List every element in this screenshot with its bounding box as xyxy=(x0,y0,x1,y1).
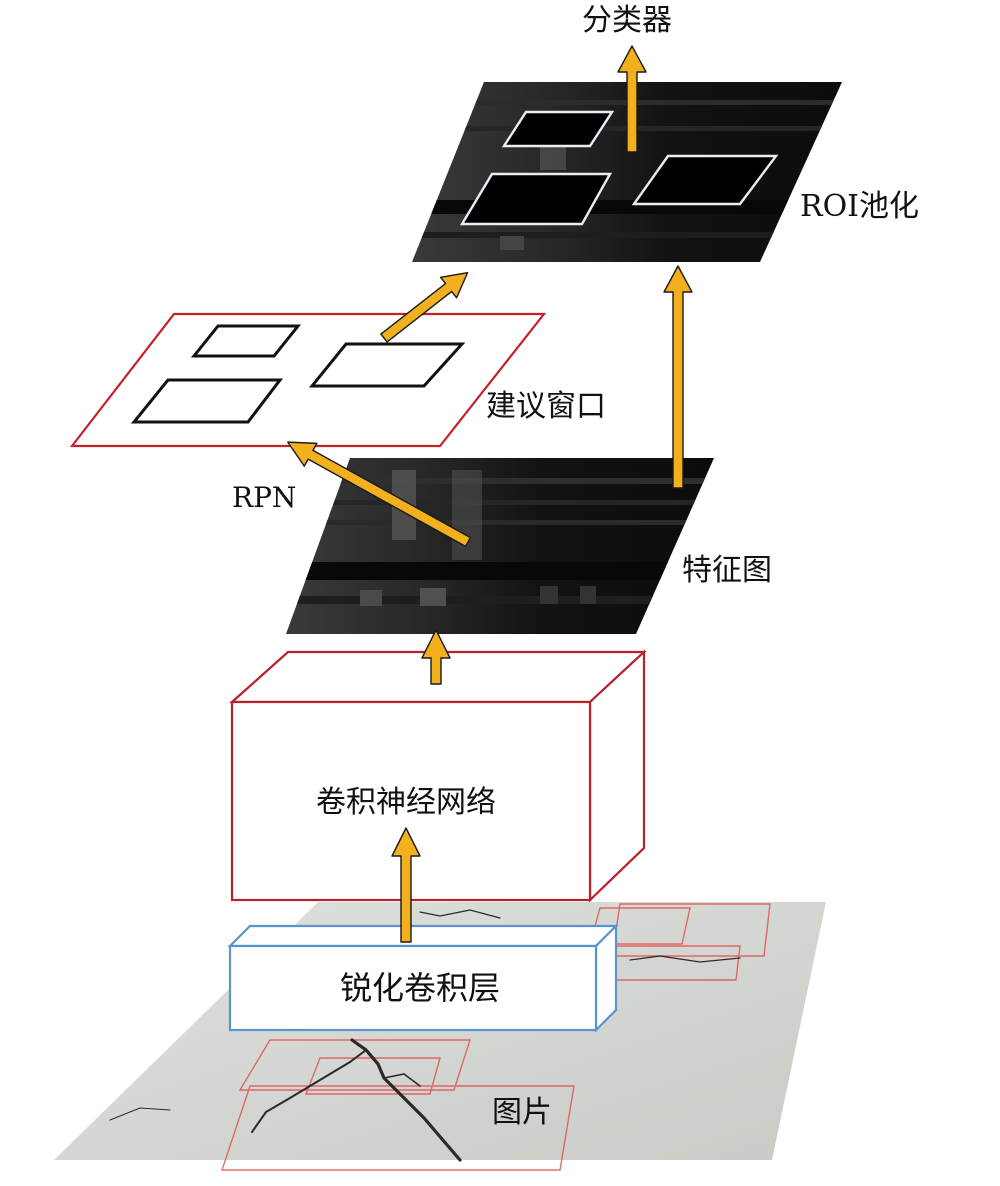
upward-arrow-icon xyxy=(617,45,647,153)
sharpen-layer-box xyxy=(227,923,619,1033)
upward-arrow-icon xyxy=(421,629,451,685)
crack-box-lower-3 xyxy=(221,1085,575,1171)
sharpen-side-face xyxy=(594,923,618,1033)
proposal-plane-border xyxy=(69,312,547,448)
rpn-label: RPN xyxy=(232,481,297,514)
cnn-label: 卷积神经网络 xyxy=(316,785,496,820)
feature-map-label: 特征图 xyxy=(682,553,772,588)
crack-hair-1 xyxy=(419,909,501,919)
flow-arrows xyxy=(287,45,693,943)
crack-branch-2 xyxy=(383,1073,421,1087)
feature-highlight-4 xyxy=(420,588,446,606)
upward-arrow-icon xyxy=(287,441,472,548)
roi-box-2 xyxy=(459,172,613,226)
feature-map-surface xyxy=(286,458,714,634)
upward-arrow-icon xyxy=(391,827,421,943)
roi-box-3 xyxy=(631,154,779,206)
roi-box-1 xyxy=(501,110,615,148)
sharpen-layer-label: 锐化卷积层 xyxy=(340,969,501,1007)
roi-pooling-label: ROI池化 xyxy=(800,189,920,224)
crack-hair-3 xyxy=(109,1107,171,1121)
image-label: 图片 xyxy=(492,1095,552,1130)
crack-hair-2 xyxy=(629,955,741,963)
feature-band-1 xyxy=(286,478,714,484)
roi-band-3 xyxy=(412,232,842,238)
proposal-box-1 xyxy=(190,324,302,358)
classifier-label: 分类器 xyxy=(582,3,672,38)
crack-box-lower-1 xyxy=(238,1039,471,1091)
crack-box-lower-2 xyxy=(304,1057,441,1095)
roi-highlight-2 xyxy=(500,236,524,250)
cnn-box xyxy=(229,649,647,903)
roi-pooling-plane xyxy=(412,82,842,262)
feature-map-plane xyxy=(286,458,714,634)
proposal-box-3 xyxy=(308,342,466,388)
proposal-box-2 xyxy=(130,378,284,424)
proposal-plane xyxy=(69,312,547,448)
sharpen-top-face xyxy=(227,924,619,948)
proposals-label: 建议窗口 xyxy=(486,389,606,424)
feature-band-2 xyxy=(286,500,714,505)
feature-band-dark xyxy=(286,562,714,580)
upward-arrow-icon xyxy=(380,272,469,343)
sharpen-front-face xyxy=(228,944,598,1032)
feature-band-3 xyxy=(286,520,714,525)
crack-branch-1 xyxy=(251,1049,367,1133)
upward-arrow-icon xyxy=(663,265,693,489)
feature-map-texture xyxy=(286,470,714,606)
feature-band-4 xyxy=(286,596,714,604)
crack-main xyxy=(350,1038,462,1162)
feature-highlight-5 xyxy=(540,586,558,604)
feature-highlight-2 xyxy=(452,470,482,560)
feature-highlight-3 xyxy=(360,590,382,606)
feature-highlight-6 xyxy=(580,586,596,604)
